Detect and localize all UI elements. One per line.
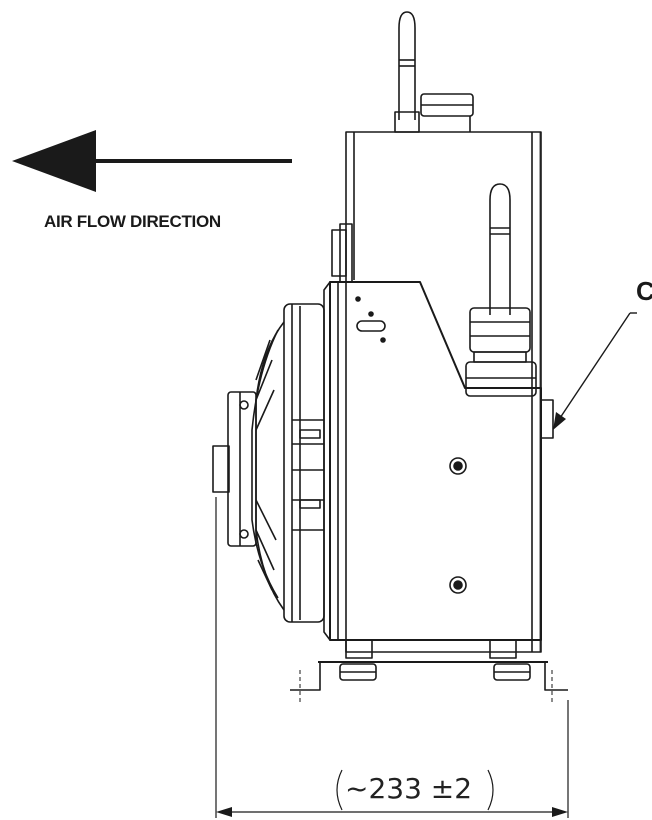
housing-bracket — [331, 223, 353, 283]
callout-leader — [553, 312, 637, 430]
callout-label: C — [636, 276, 652, 306]
width-dimension-label: ~233 ±2 — [345, 772, 473, 805]
fan-assembly — [212, 281, 331, 641]
top-pipe — [394, 11, 474, 133]
dimension-lines — [215, 497, 569, 818]
base-mounts — [290, 639, 568, 705]
back-housing — [345, 131, 542, 653]
side-pipe — [465, 183, 537, 397]
air-flow-label: AIR FLOW DIRECTION — [44, 212, 221, 231]
air-flow-arrow — [12, 130, 292, 192]
